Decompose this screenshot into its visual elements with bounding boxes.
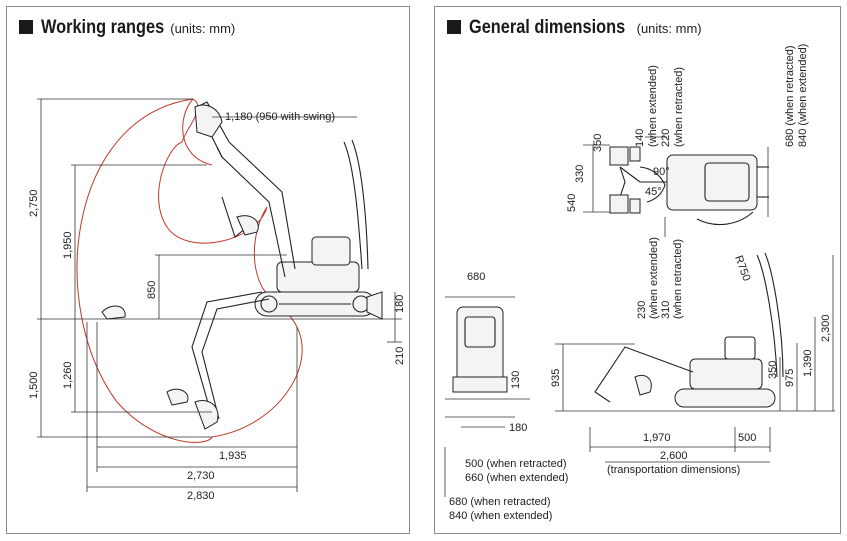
label-1970: 1,970 (643, 432, 671, 444)
label-680-top: 680 (when retracted) (784, 46, 796, 148)
side-bucket (634, 374, 652, 396)
label-350-side: 350 (767, 361, 779, 379)
side-upper (689, 358, 763, 390)
swing-arc-45 (646, 184, 666, 203)
bucket-top-2 (609, 194, 629, 214)
blade (366, 291, 383, 320)
label-2830: 2,830 (187, 490, 215, 502)
label-2600-note: (transportation dimensions) (607, 464, 740, 476)
label-1950: 1,950 (62, 231, 74, 259)
label-850: 850 (146, 281, 158, 299)
working-ranges-diagram: 2,750 1,950 850 180 210 1,500 1,260 1,18… (28, 98, 406, 502)
label-2600: 2,600 (660, 450, 688, 462)
label-500-retracted: 500 (when retracted) (465, 458, 567, 470)
tail-swing-arc (696, 211, 754, 226)
working-ranges-panel: Working ranges (units: mm) (6, 6, 410, 534)
label-330: 330 (574, 165, 586, 183)
label-1180: 1,180 (950 with swing) (225, 111, 335, 123)
bucket-far (101, 305, 126, 320)
side-rops (756, 254, 778, 378)
label-140-note: (when extended) (647, 65, 659, 147)
label-680-width: 680 (467, 271, 485, 283)
label-210: 210 (394, 347, 406, 365)
side-track (674, 388, 776, 408)
label-45-deg: 45° (645, 186, 662, 198)
header-square-icon (447, 20, 461, 34)
boom-upper-2 (228, 141, 296, 270)
label-540: 540 (566, 194, 578, 212)
general-dimensions-title: General dimensions (469, 17, 626, 38)
bucket-top-1 (609, 146, 629, 166)
label-1390: 1,390 (802, 349, 814, 377)
vertical-dimensions (37, 98, 402, 438)
boom-swing (619, 166, 626, 198)
label-230-note: (when extended) (648, 237, 660, 319)
rops-bar-rear (351, 139, 369, 270)
label-230: 230 (636, 301, 648, 319)
label-840-top: 840 (when extended) (797, 44, 809, 147)
side-boom (594, 346, 694, 403)
label-680-retracted: 680 (when retracted) (449, 496, 551, 508)
front-tracks (452, 376, 508, 393)
label-r750: R750 (732, 254, 752, 283)
label-975: 975 (784, 369, 796, 387)
front-body (456, 306, 504, 383)
label-220: 220 (660, 129, 672, 147)
label-180: 180 (394, 295, 406, 313)
general-dimension-lines (444, 136, 834, 497)
idler-wheel (260, 295, 278, 313)
upper-structure (276, 261, 360, 293)
seat (311, 236, 351, 266)
boom-lower (191, 291, 263, 418)
label-2750: 2,750 (28, 189, 40, 217)
label-935: 935 (550, 369, 562, 387)
label-90-deg: 90° (653, 166, 670, 178)
excavator-side-view-small (555, 252, 835, 412)
bucket-lower-2 (166, 388, 189, 406)
bucket-mid (236, 215, 259, 236)
front-seat (464, 316, 496, 348)
label-130: 130 (510, 371, 522, 389)
label-1260: 1,260 (62, 361, 74, 389)
label-1500: 1,500 (28, 371, 40, 399)
general-dimensions-header: General dimensions (units: mm) (447, 17, 702, 39)
excavator-front-view (445, 306, 530, 400)
seat-top (704, 162, 750, 202)
label-180-front: 180 (509, 422, 527, 434)
header-square-icon (19, 20, 33, 34)
working-ranges-units: (units: mm) (170, 21, 236, 36)
bucket-lower (194, 400, 219, 430)
general-dimensions-panel: General dimensions (units: mm) (434, 6, 841, 534)
rops-bar (343, 141, 363, 270)
general-dimensions-diagram: 140 (when extended) 220 (when retracted)… (444, 44, 835, 522)
label-840-extended: 840 (when extended) (449, 510, 552, 522)
horizontal-dimensions (86, 116, 357, 492)
label-220-note: (when retracted) (673, 67, 685, 147)
excavator-top-view (609, 146, 769, 226)
excavator-side-view (101, 101, 383, 430)
bucket-top-3 (629, 146, 641, 162)
boom-lower-2 (201, 298, 270, 420)
inner-envelope-curve (182, 98, 213, 166)
label-500: 500 (738, 432, 756, 444)
side-rops-rear (764, 252, 784, 378)
working-ranges-title: Working ranges (41, 17, 165, 38)
general-dimensions-units: (units: mm) (636, 21, 702, 36)
label-350-top: 350 (592, 134, 604, 152)
label-2300: 2,300 (820, 314, 832, 342)
label-310-note: (when retracted) (672, 239, 684, 319)
label-660-extended: 660 (when extended) (465, 472, 568, 484)
bucket-upper (194, 104, 223, 138)
working-ranges-header: Working ranges (units: mm) (19, 17, 235, 39)
label-1935: 1,935 (219, 450, 247, 462)
boom-top (619, 166, 667, 183)
bucket-top-4 (629, 198, 641, 214)
side-seat (724, 336, 756, 360)
label-140: 140 (634, 129, 646, 147)
label-2730: 2,730 (187, 470, 215, 482)
label-310: 310 (660, 301, 672, 319)
swing-arc-90 (639, 166, 666, 186)
